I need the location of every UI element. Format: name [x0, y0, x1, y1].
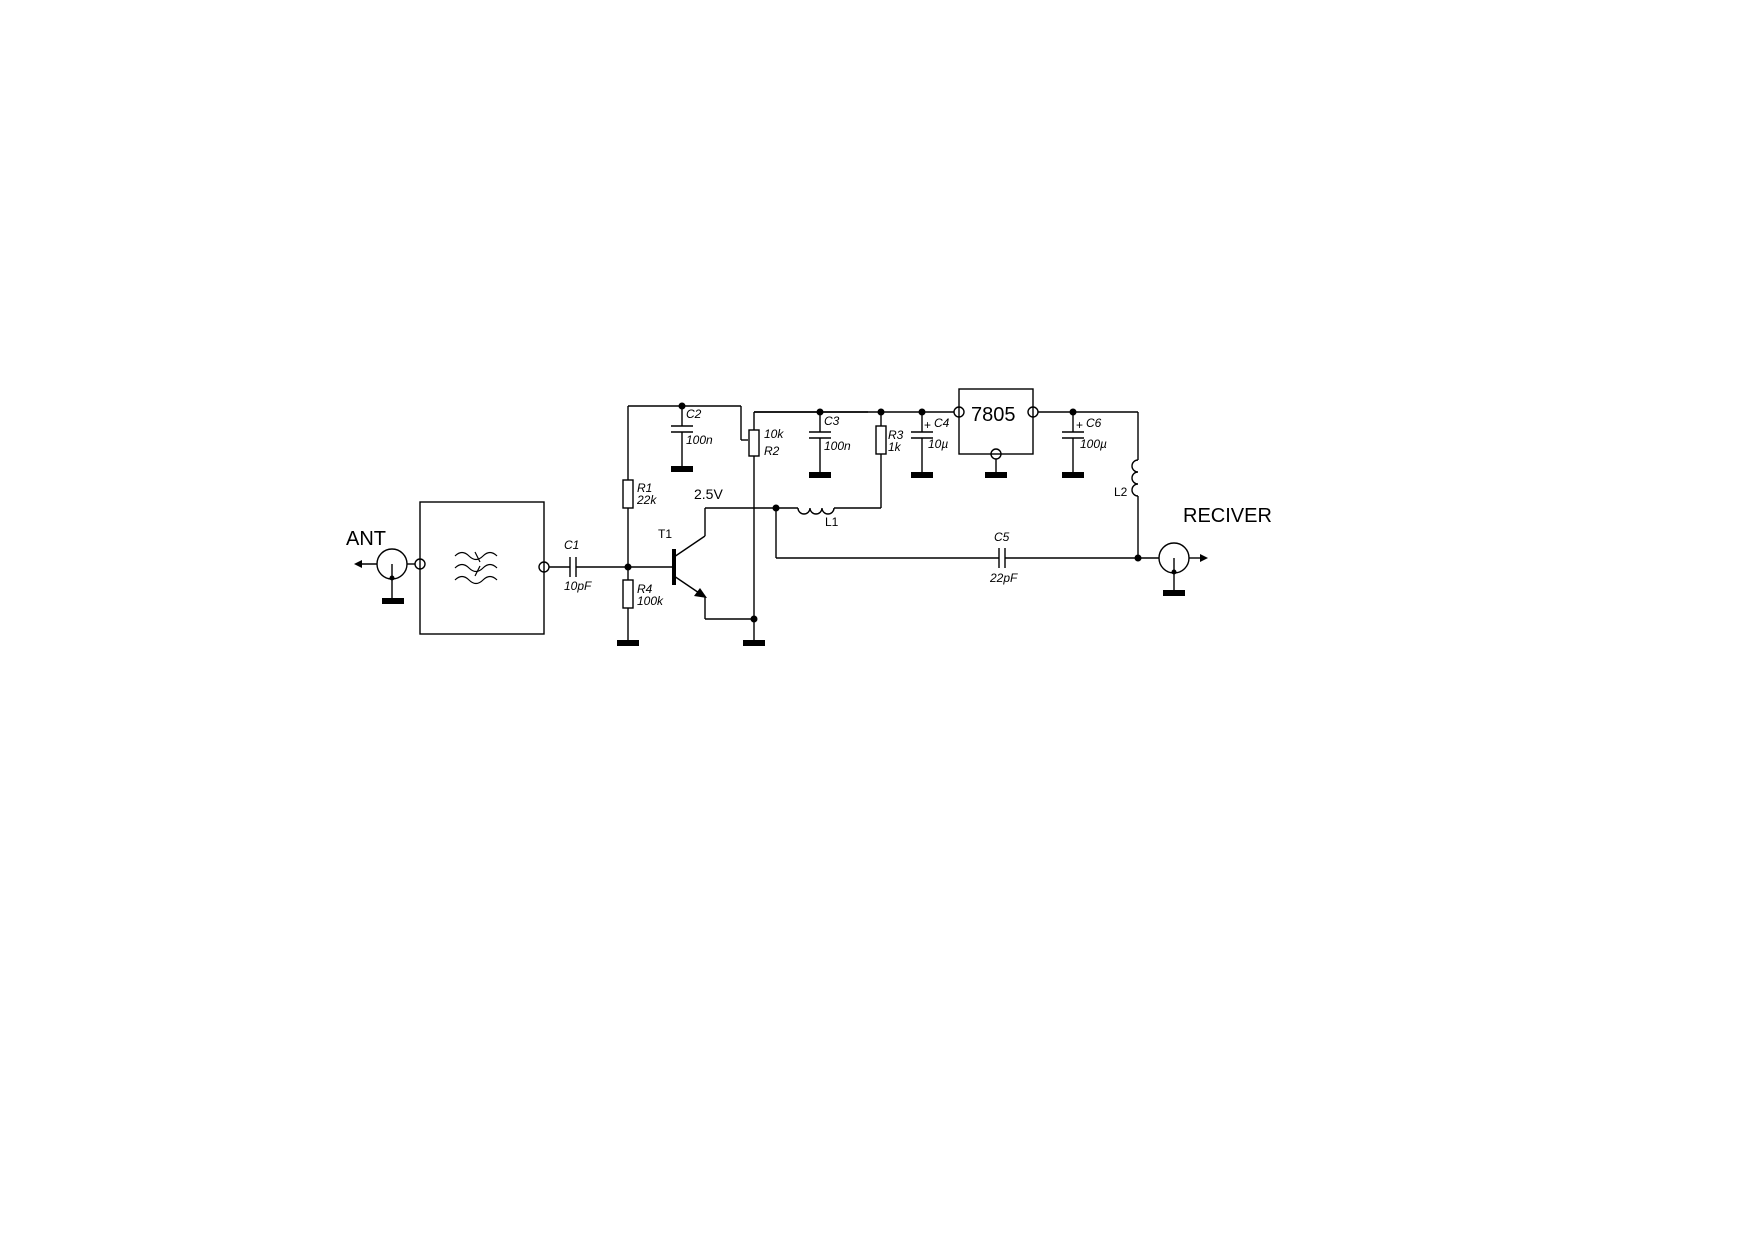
r1-value: 22k [636, 493, 657, 507]
regulator-7805 [953, 388, 1039, 478]
antenna-connector [354, 548, 426, 604]
r1-name: R1 [637, 481, 652, 495]
inductor-l2 [1131, 412, 1139, 558]
c4-plus: + [924, 418, 931, 432]
regulator-label: 7805 [971, 404, 1016, 426]
c1-value: 10pF [564, 579, 592, 593]
resistor-r3 [875, 412, 887, 508]
ant-label: ANT [346, 528, 386, 550]
r3-name: R3 [888, 428, 904, 442]
inductor-l1 [776, 507, 881, 515]
l1-name: L1 [825, 515, 839, 529]
c2-name: C2 [686, 407, 702, 421]
capacitor-c3 [809, 412, 831, 478]
c6-value: 100µ [1080, 437, 1107, 451]
r3-value: 1k [888, 440, 902, 454]
c4-name: C4 [934, 416, 950, 430]
filter-block [419, 501, 550, 635]
capacitor-c6 [1062, 412, 1084, 478]
c3-name: C3 [824, 414, 840, 428]
c3-value: 100n [824, 439, 851, 453]
capacitor-c2 [671, 406, 693, 472]
voltage-label: 2.5V [694, 486, 723, 502]
c5-name: C5 [994, 530, 1010, 544]
capacitor-c4 [911, 412, 933, 478]
capacitor-c5 [775, 508, 1138, 568]
t1-label: T1 [658, 527, 672, 541]
r2-value: 10k [764, 427, 784, 441]
resistor-r1 [622, 406, 634, 567]
c5-value: 22pF [989, 571, 1018, 585]
receiver-connector [1138, 542, 1208, 596]
c2-value: 100n [686, 433, 713, 447]
c6-plus: + [1076, 418, 1083, 432]
r4-value: 100k [637, 594, 664, 608]
receiver-label: RECIVER [1183, 505, 1272, 527]
r2-name: R2 [764, 444, 780, 458]
c1-name: C1 [564, 538, 579, 552]
capacitor-c1 [549, 557, 628, 577]
r4-name: R4 [637, 582, 653, 596]
c4-value: 10µ [928, 437, 948, 451]
l2-name: L2 [1114, 485, 1128, 499]
transistor-t1 [628, 507, 776, 620]
c6-name: C6 [1086, 416, 1102, 430]
resistor-r4 [617, 567, 639, 646]
ground-emitter [743, 640, 765, 646]
